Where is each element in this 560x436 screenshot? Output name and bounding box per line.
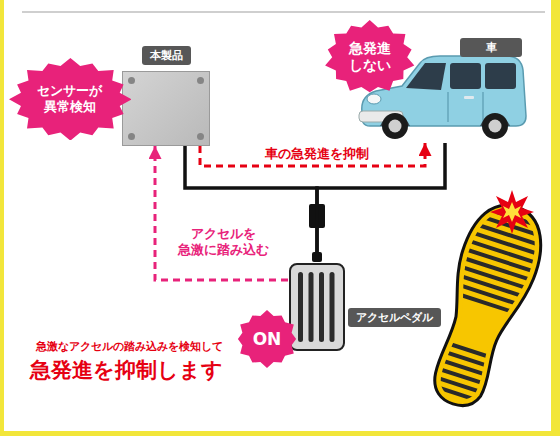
page-frame-part: [0, 431, 560, 436]
tag-holder: 車: [460, 38, 522, 57]
pedal-shape: [288, 262, 346, 352]
car-illustration-part: [382, 113, 408, 139]
pedal-ridge: [298, 272, 303, 342]
page-frame-part: [22, 11, 545, 13]
impact-burst-part: [490, 190, 534, 234]
product-box: 本製品: [122, 46, 210, 146]
shoe-sole-part: [417, 195, 553, 415]
car-illustration-part: [489, 120, 502, 133]
label-tag: 車: [460, 38, 522, 57]
note-text: 急激なアクセルの踏み込みを検知して: [36, 339, 223, 354]
burst-fill: [238, 310, 296, 368]
edge-label: 車の急発進を抑制: [262, 146, 372, 162]
signal-arrow: [155, 146, 288, 280]
car-illustration-part: [485, 63, 516, 89]
impact-burst: [490, 190, 534, 234]
car-illustration-part: [482, 113, 508, 139]
car-illustration-part: [367, 94, 381, 104]
burst-fill: [325, 20, 414, 92]
device-body: [122, 71, 210, 146]
callout-burst: センサーが 異常検知: [9, 58, 132, 141]
car-illustration-part: [482, 92, 483, 122]
pedal-ridge: [319, 272, 324, 342]
screw: [128, 133, 135, 140]
screw: [128, 77, 135, 84]
callout-burst: 急発進 しない: [324, 20, 415, 94]
control-arrow: [200, 143, 425, 166]
shoe-sole-part: [417, 195, 553, 415]
burst-fill: [9, 58, 132, 141]
car-illustration-part: [389, 120, 402, 133]
page-frame-part: [0, 0, 4, 436]
shoe-sole-part: [415, 195, 555, 417]
callout-text: ON: [253, 329, 282, 349]
callout-text: 急発進 しない: [347, 40, 393, 74]
car-illustration-part: [406, 63, 446, 90]
car-illustration-part: [464, 96, 474, 99]
car-illustration-part: [450, 63, 481, 89]
on-burst: ON: [236, 310, 298, 368]
tag-holder: アクセルペダル: [348, 308, 441, 327]
callout-text: センサーが 異常検知: [34, 83, 106, 114]
label-tag: 本製品: [142, 46, 191, 65]
headline-text: 急発進を抑制します: [30, 356, 223, 384]
accelerator-pedal: アクセルペダル: [288, 262, 346, 352]
car-illustration-part: [447, 92, 448, 122]
screw: [197, 77, 204, 84]
shoe-sole-part-part: [417, 195, 553, 415]
pedal-plate: [290, 264, 344, 350]
label-tag: アクセルペダル: [348, 308, 441, 327]
page-frame-part: [551, 0, 560, 436]
impact-burst-part: [503, 202, 521, 222]
edge-label: アクセルを 急激に踏み込む: [166, 226, 280, 259]
pedal-ridge: [330, 272, 335, 342]
shoe-sole: [415, 195, 555, 417]
screw: [197, 133, 204, 140]
pedal-ridge: [309, 272, 314, 342]
